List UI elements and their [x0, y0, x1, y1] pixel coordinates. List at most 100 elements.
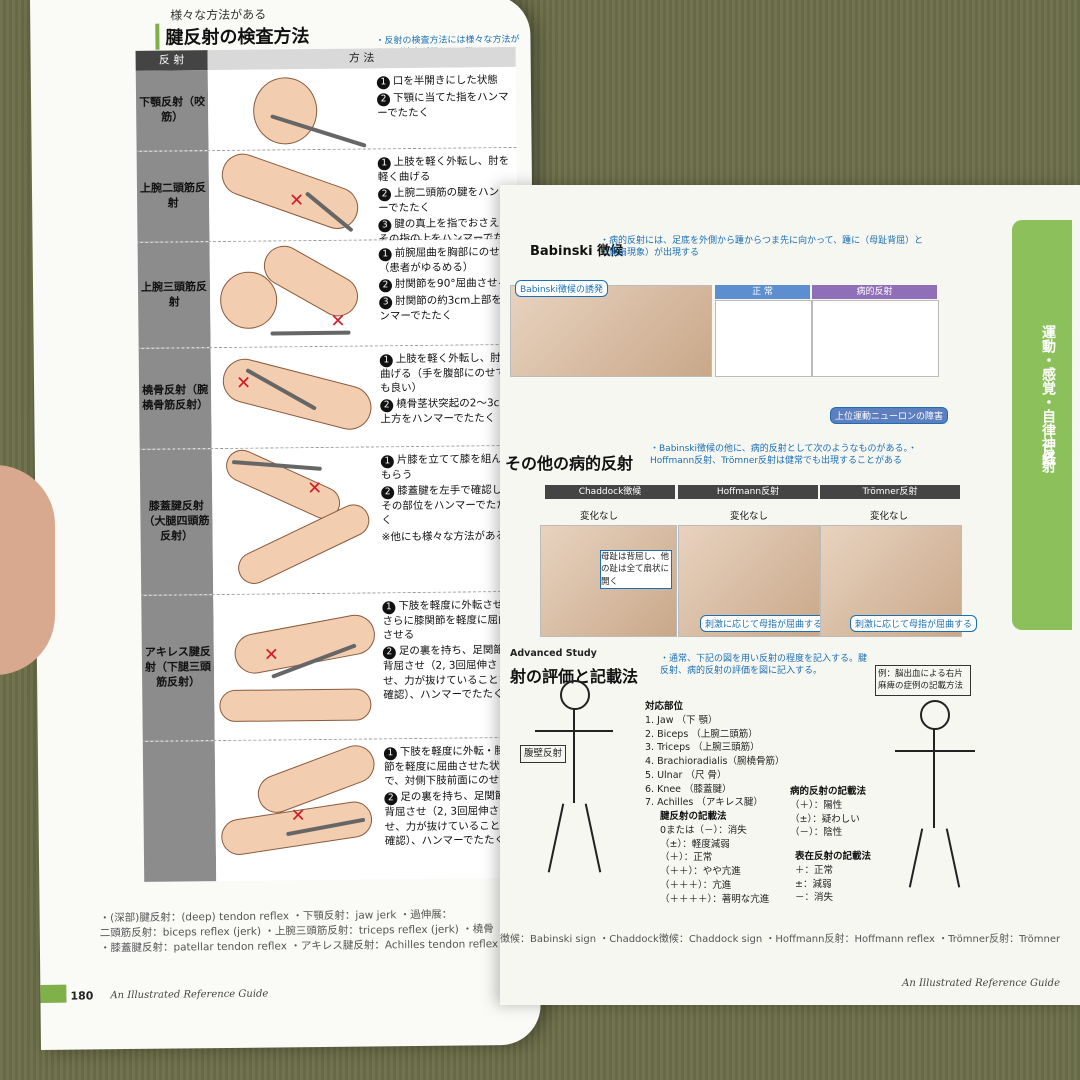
- row-label: 下顎反射（咬筋）: [135, 70, 209, 151]
- book-title-footer: An Illustrated Reference Guide: [110, 988, 269, 1002]
- example-figure-leg: [908, 828, 924, 888]
- step-text: 片膝を立てて膝を組んでもらう: [380, 452, 512, 482]
- holding-finger: [0, 465, 55, 675]
- step-text: 肘関節を90°屈曲させる: [394, 277, 509, 291]
- row-note: ※他にも様々な方法がある: [381, 529, 507, 543]
- illustration-biceps: ✕: [209, 147, 375, 241]
- notation-item: （＋）：陽性: [790, 799, 843, 811]
- step-text: 膝蓋腱を左手で確認し、その部位をハンマーでたたく: [381, 484, 513, 527]
- advanced-study-label: Advanced Study: [510, 648, 597, 659]
- notation-item: －：消失: [795, 892, 834, 904]
- site-item: 6. Knee （膝蓋腱）: [645, 783, 732, 795]
- stick-figure-arms: [535, 730, 613, 732]
- site-item: 5. Ulnar （尺 骨）: [645, 769, 727, 781]
- step-text: 上肢を軽く外転し、肘を曲げる（手を腹部にのせても良い）: [379, 351, 512, 395]
- stick-figure-head: [560, 680, 590, 710]
- normal-header: [715, 285, 810, 299]
- tap-point-icon: ✕: [307, 477, 323, 500]
- test-header: [678, 485, 818, 499]
- photo-label: Babinski徴候の誘発: [515, 280, 609, 297]
- example-figure-arms: [895, 750, 975, 752]
- book-title-footer: An Illustrated Reference Guide: [902, 978, 1060, 989]
- step-text: 前腕屈曲を胸部にのせる（患者がゆるめる）: [378, 245, 511, 275]
- page-tab-marker: [40, 984, 67, 1003]
- evaluation-note: ・通常、下記の図を用い反射の程度を記入する。腱反射、病的反射の評価を図に記入する…: [660, 654, 868, 677]
- pathological-notation: 病的反射の記載法 （＋）：陽性 （±）：疑わしい （－）：陰性: [790, 785, 866, 840]
- other-reflex-title: その他の病的反射: [505, 454, 634, 473]
- tap-point-icon: ✕: [263, 644, 280, 666]
- tap-point-icon: ✕: [235, 372, 252, 394]
- abnormal-foot-illustration: [812, 300, 939, 377]
- step-text: 橈骨茎状突起の2〜3cm上方をハンマーでたたく: [380, 397, 510, 426]
- notation-item: （＋＋＋）：亢進: [660, 879, 732, 891]
- illustration-achilles-2: ✕: [215, 739, 381, 881]
- site-item: 7. Achilles （アキレス腱）: [645, 797, 763, 809]
- right-page: 運動・感覚・自律神経 反射 Babinski 徴候 ・病的反射には、足底を外側か…: [500, 185, 1080, 1005]
- abdominal-reflex-label: 腹壁反射: [520, 745, 567, 763]
- normal-foot-illustration: [715, 300, 812, 377]
- test-result: 変化なし: [580, 511, 619, 522]
- surface-title: 表在反射の記載法: [795, 851, 872, 862]
- site-item: 4. Brachioradialis（腕橈骨筋）: [645, 756, 785, 768]
- notation-item: （±）：軽度減弱: [660, 838, 730, 850]
- site-item: 2. Biceps （上腕二頭筋）: [645, 728, 758, 740]
- page-subheading: 様々な方法がある: [170, 7, 267, 23]
- stick-figure-leg: [584, 803, 602, 873]
- site-item: 3. Triceps （上腕三頭筋）: [645, 742, 760, 754]
- notation-item: ＋：正常: [795, 864, 834, 876]
- notation-item: 0または（－）：消失: [660, 824, 747, 836]
- abnormal-header: [812, 285, 937, 299]
- header-reflex: 反 射: [135, 50, 208, 71]
- test-name: Trömner反射: [862, 487, 918, 497]
- notation-item: （＋＋）：やや亢進: [660, 866, 741, 878]
- tap-point-icon: ✕: [289, 190, 305, 212]
- step-text: 下顎に当てた指をハンマーでたたく: [377, 90, 509, 120]
- sites-title: 対応部位: [645, 701, 684, 712]
- stick-figure-leg: [547, 803, 565, 873]
- finger-caption: 刺激に応じて母指が屈曲する: [850, 615, 978, 632]
- neuron-label: 上位運動ニューロンの障害: [830, 407, 949, 424]
- step-text: 足の裏を持ち、足関節を背屈させ（2, 3回屈伸させ、力が抜けていることを確認）、…: [384, 790, 516, 848]
- test-name: Hoffmann反射: [716, 487, 780, 497]
- notation-item: （＋＋＋＋）：著明な亢進: [660, 893, 770, 905]
- illustration-jaw: [208, 68, 374, 150]
- test-result: 変化なし: [730, 511, 769, 522]
- example-figure-head: [920, 700, 950, 730]
- step-text: 口を半開きにした状態: [392, 74, 498, 88]
- step-text: 下肢を軽度に外転させ、さらに膝関節を軽度に屈曲させる: [382, 598, 514, 642]
- row-label: 橈骨反射（腕橈骨筋反射）: [138, 348, 212, 449]
- example-figure-body: [933, 728, 935, 828]
- chapter-tab-label: 運動・感覚・自律神経: [1040, 325, 1056, 465]
- test-result: 変化なし: [870, 511, 909, 522]
- babinski-photo: [510, 285, 712, 377]
- illustration-triceps: ✕: [210, 238, 376, 347]
- glossary-footer: ・(深部)腱反射：(deep) tendon reflex ・下顎反射：jaw …: [100, 907, 560, 957]
- step-text: 下肢を軽度に外転・膝関節を軽度に屈曲させた状態で、対側下肢前面にのせる: [383, 744, 516, 788]
- surface-notation: 表在反射の記載法 ＋：正常 ±：減弱 －：消失: [795, 850, 871, 905]
- left-page: 様々な方法がある 腱反射の検査方法 ・反射の検査方法には様々な方法がある（検査が…: [30, 0, 541, 1050]
- tendon-title: 腱反射の記載法: [660, 811, 727, 822]
- page-title: 腱反射の検査方法: [155, 22, 310, 50]
- stick-figure-body: [573, 708, 575, 803]
- page-number: 180: [70, 989, 94, 1003]
- tap-point-icon: ✕: [290, 805, 306, 827]
- finger-caption: 刺激に応じて母指が屈曲する: [700, 615, 828, 632]
- babinski-title: Babinski 徴候: [530, 244, 624, 259]
- notation-item: （＋）：正常: [660, 852, 713, 864]
- test-name: Chaddock徴候: [578, 487, 642, 497]
- sites-list: 対応部位 1. Jaw （下 顎） 2. Biceps （上腕二頭筋） 3. T…: [645, 700, 784, 810]
- step-text: 上腕二頭筋の腱をハンマーでたたく: [378, 186, 510, 215]
- row-label: 上腕三頭筋反射: [137, 242, 211, 348]
- illustration-brachioradialis: ✕: [211, 346, 377, 448]
- example-title: 例：脳出血による右片麻痺の症例の記載方法: [875, 665, 971, 696]
- glossary-footer: 徴候：Babinski sign ・Chaddock徴候：Chaddock si…: [500, 934, 1061, 945]
- row-label: 上腕二頭筋反射: [136, 151, 210, 242]
- normal-label: 正 常: [752, 287, 773, 297]
